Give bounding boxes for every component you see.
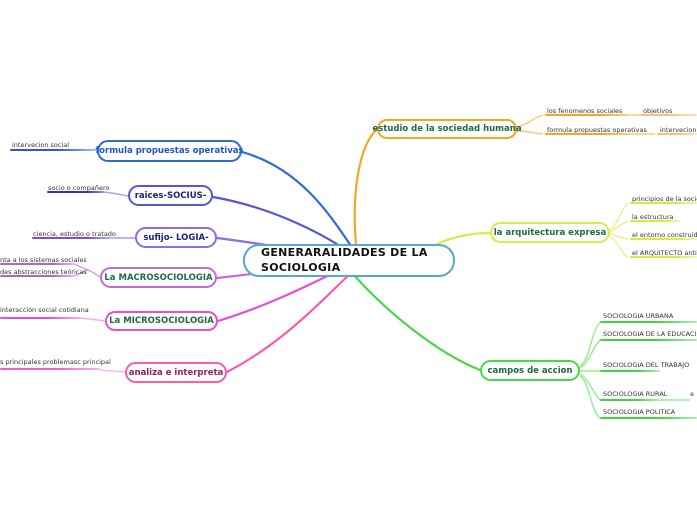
branch-node-raices[interactable]: raices-SOCIUS-	[128, 185, 213, 206]
underline	[0, 317, 80, 319]
underline	[600, 417, 697, 419]
leaf-sociologia-rural[interactable]: SOCIOLOGIA RURAL	[603, 390, 668, 398]
branch-label: raices-SOCIUS-	[134, 190, 207, 201]
underline	[640, 114, 697, 116]
connector-micro	[79, 317, 106, 322]
underline	[630, 220, 680, 222]
underline	[32, 237, 111, 239]
underline	[0, 368, 100, 370]
underline	[600, 339, 697, 341]
underline	[47, 191, 104, 193]
leaf-rural-child-cutoff[interactable]: e	[690, 390, 694, 398]
branch-node-micro[interactable]: La MICROSOCIOLOGIA	[105, 311, 218, 331]
branch-label: La MACROSOCIOLOGIA	[104, 272, 213, 283]
underline	[600, 370, 660, 372]
leaf-sociologia-educacion[interactable]: SOCIOLOGIA DE LA EDUCACION	[603, 330, 697, 338]
branch-node-formula[interactable]: formula propuestas operativas	[95, 140, 244, 162]
leaf-entorno-construido[interactable]: el entorno construido	[632, 231, 697, 239]
branch-node-sufijo[interactable]: sufijo- LOGIA-	[135, 227, 217, 248]
leaf-intervecion-social[interactable]: intervecion social	[12, 141, 70, 149]
leaf-arquitecto-anticipa[interactable]: el ARQUITECTO anticipa	[632, 249, 697, 257]
underline	[600, 321, 697, 323]
bracket-campos	[579, 321, 690, 419]
curve-estudio	[353, 127, 379, 246]
bracket-estudio	[516, 114, 655, 135]
curve-analiza	[225, 271, 353, 374]
underline	[10, 149, 97, 151]
underline	[657, 133, 697, 135]
bracket-arquitectura	[609, 202, 629, 258]
leaf-socio-companero[interactable]: socio o compañero	[48, 184, 110, 192]
bracket-macro	[73, 263, 101, 278]
branch-label: estudio de la sociedad humana	[372, 124, 522, 134]
leaf-principales-problemas[interactable]: s principales problemasc principal	[0, 358, 111, 366]
branch-label: formula propuestas operativas	[95, 146, 244, 156]
connector-socio	[103, 191, 129, 197]
branch-node-arquitectura[interactable]: la arquitectura expresa	[490, 222, 610, 243]
branch-label: campos de accion	[487, 365, 573, 376]
branch-label: La MICROSOCIOLOGIA	[109, 316, 214, 326]
curve-formula	[240, 150, 353, 248]
leaf-intervecion-social-right[interactable]: intervecion social	[660, 126, 697, 134]
leaf-abstracciones-teoricas[interactable]: des abstracciones teóricas	[0, 268, 87, 276]
underline	[630, 238, 697, 240]
underline	[0, 275, 74, 277]
leaf-sistemas-sociales[interactable]: nta a los sistemas sociales	[0, 256, 87, 264]
branch-node-estudio[interactable]: estudio de la sociedad humana	[372, 119, 522, 139]
underline	[600, 399, 660, 401]
leaf-sociologia-politica[interactable]: SOCIOLOGIA POLITICA	[603, 408, 676, 416]
leaf-fenomenos-sociales[interactable]: los fenomenos sociales	[547, 107, 623, 115]
leaf-sociologia-urbana[interactable]: SOCIOLOGIA URBANA	[603, 312, 674, 320]
curve-arquitectura	[435, 231, 492, 246]
branch-label: sufijo- LOGIA-	[143, 232, 209, 243]
leaf-formula-propuestas[interactable]: formula propuestas operativas	[547, 126, 647, 134]
underline	[0, 263, 74, 265]
underline	[545, 114, 632, 116]
central-topic-label: GENERARALIDADES DE LA SOCIOLOGIA	[261, 245, 428, 274]
underline	[630, 256, 697, 258]
leaf-la-estructura[interactable]: la estructura	[632, 213, 674, 221]
branch-label: analiza e interpreta	[128, 367, 224, 378]
central-topic[interactable]: GENERARALIDADES DE LA SOCIOLOGIA	[243, 244, 455, 277]
branch-node-analiza[interactable]: analiza e interpreta	[125, 362, 227, 383]
underline	[630, 202, 697, 204]
connector-analiza	[99, 369, 126, 373]
underline	[545, 133, 635, 135]
branch-label: la arquitectura expresa	[493, 227, 607, 238]
branch-node-macro[interactable]: La MACROSOCIOLOGIA	[100, 267, 217, 288]
leaf-interaccion-social[interactable]: interacción social cotidiana	[0, 306, 89, 314]
curve-campos	[351, 272, 482, 372]
leaf-principios-sociedad[interactable]: principios de la sociedad	[632, 195, 697, 203]
leaf-ciencia-estudio[interactable]: ciencia, estudio o tratado	[33, 230, 116, 238]
leaf-objetivos[interactable]: objetivos	[643, 107, 673, 115]
leaf-sociologia-trabajo[interactable]: SOCIOLOGIA DEL TRABAJO	[603, 361, 690, 369]
branch-node-campos[interactable]: campos de accion	[480, 360, 580, 381]
